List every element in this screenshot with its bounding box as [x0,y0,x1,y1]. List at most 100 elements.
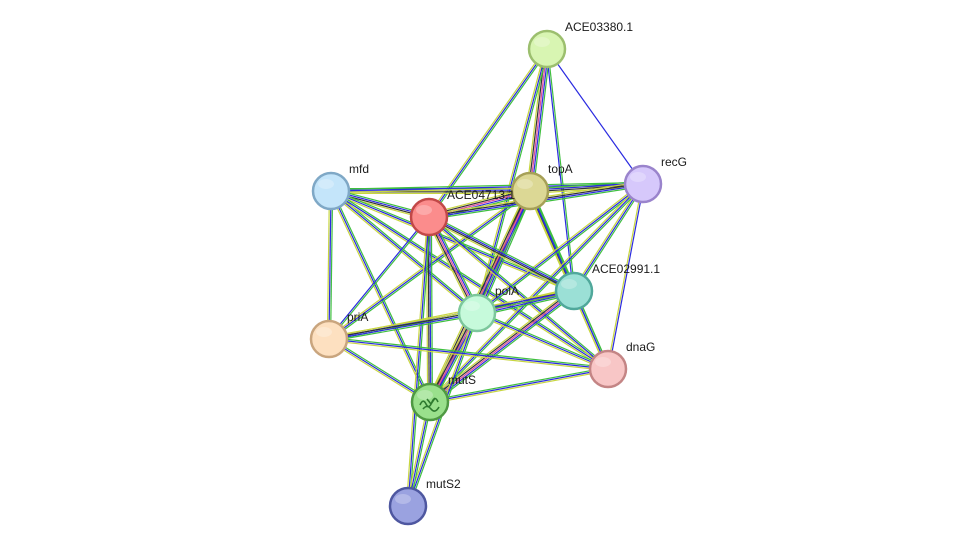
node-mutS2[interactable] [388,486,428,526]
edge-strand-yellow [572,182,643,291]
edge-strand-yellow [475,182,643,313]
edge-strand-blue [429,215,575,291]
node-circle[interactable] [388,486,428,526]
edge-strand-blue [328,338,609,370]
edge-strand-blue [407,216,430,507]
edge-polA-dnaG[interactable] [476,310,609,372]
node-mfd[interactable] [311,171,351,211]
node-circle[interactable] [409,197,449,237]
edge-strand-green [329,217,431,340]
node-label-ACE04713: ACE04713.1 [447,188,515,202]
edge-strand-green [429,215,610,369]
edge-priA-dnaG[interactable] [328,336,609,372]
edge-strand-blue [545,49,574,292]
edge-strand-blue [429,368,609,403]
edge-strand-blue [330,190,478,314]
edge-strand-yellow [428,182,643,402]
node-label-priA: priA [347,310,368,324]
edge-strand-green [329,314,478,342]
edge-recG-dnaG[interactable] [606,183,645,370]
edge-strand-blue [328,190,332,340]
node-ACE04713[interactable] [409,197,449,237]
edge-mfd-priA[interactable] [326,190,334,340]
edge-strand-blue [430,291,576,404]
node-priA[interactable] [309,319,349,359]
edge-strand-yellow [329,191,608,371]
node-topA[interactable] [510,171,550,211]
edge-strand-green [547,48,576,291]
edge-strand-blue [327,216,429,339]
edge-ACE03380.1-ACE02991.1[interactable] [545,48,576,292]
node-polA[interactable] [457,293,497,333]
node-label-dnaG: dnaG [626,340,655,354]
node-highlight [464,301,480,311]
node-highlight [595,357,611,367]
edge-strand-green [477,310,609,369]
node-circle[interactable] [309,319,349,359]
protein-structure-icon [419,397,440,412]
edge-polA-priA[interactable] [328,310,478,342]
edge-ACE04713-dnaG[interactable] [427,215,610,371]
edge-strand-green [429,366,608,402]
node-circle[interactable] [510,171,550,211]
node-highlight [561,279,577,289]
edge-strand-yellow [328,310,477,338]
node-label-ACE02991.1: ACE02991.1 [592,262,660,276]
edge-strand-green [331,190,432,402]
edge-strand-yellow [330,191,574,294]
node-circle[interactable] [457,293,497,333]
node-ACE03380.1[interactable] [527,29,567,69]
edge-strand-pink [529,48,548,192]
edge-strand-yellow [427,287,573,400]
edge-strand-blue [330,190,431,403]
edge-recG-ACE02991.1[interactable] [572,182,645,293]
edge-strand-blue [328,338,431,403]
edge-strand-green [331,189,610,369]
node-label-mfd: mfd [349,162,369,176]
edge-strand-yellow [430,369,609,405]
node-label-mutS: mutS [448,373,476,387]
node-recG[interactable] [623,164,663,204]
node-circle[interactable] [311,171,351,211]
edge-mfd-mutS[interactable] [329,190,432,403]
node-circle[interactable] [554,271,594,311]
node-dnaG[interactable] [588,349,628,389]
edge-strand-green [430,184,645,404]
edge-strand-yellow [327,339,430,404]
node-ACE02991.1[interactable] [554,271,594,311]
edge-strand-yellow [329,191,477,315]
node-circle[interactable] [588,349,628,389]
nodes-layer [309,29,663,526]
edge-strand-yellow [427,217,608,371]
edge-ACE03380.1-recG[interactable] [546,48,644,185]
edges-layer [326,47,645,507]
edge-recG-polA[interactable] [475,182,645,315]
edge-strand-blue [476,183,644,314]
edge-strand-green [409,217,432,507]
edge-ACE04713-ACE02991.1[interactable] [427,214,576,294]
edge-strand-yellow [427,218,574,294]
node-mutS[interactable] [410,382,450,422]
edge-strand-yellow [606,183,643,369]
node-highlight [417,390,433,400]
edge-mfd-dnaG[interactable] [329,189,610,371]
edge-strand-yellow [476,313,608,372]
node-circle[interactable] [527,29,567,69]
edge-strand-black [328,311,477,339]
edge-strand-blue [573,183,644,292]
node-circle[interactable] [623,164,663,204]
edge-strand-yellow [405,216,428,506]
edge-strand-blue [530,49,550,192]
edge-strand-yellow [326,190,330,339]
edge-mfd-polA[interactable] [329,189,479,315]
edge-recG-mutS[interactable] [428,182,645,404]
edge-strand-green [331,189,479,313]
edge-strand-green [430,216,433,402]
edge-ACE04713-priA[interactable] [327,216,431,340]
edge-mutS-dnaG[interactable] [429,366,609,405]
edge-priA-mutS[interactable] [327,337,432,404]
node-highlight [630,172,646,182]
edge-strand-black [428,289,574,402]
edge-ACE04713-mutS2[interactable] [405,216,432,507]
labels-layer: ACE03380.1recGtopAmfdACE04713.1ACE02991.… [347,20,687,491]
